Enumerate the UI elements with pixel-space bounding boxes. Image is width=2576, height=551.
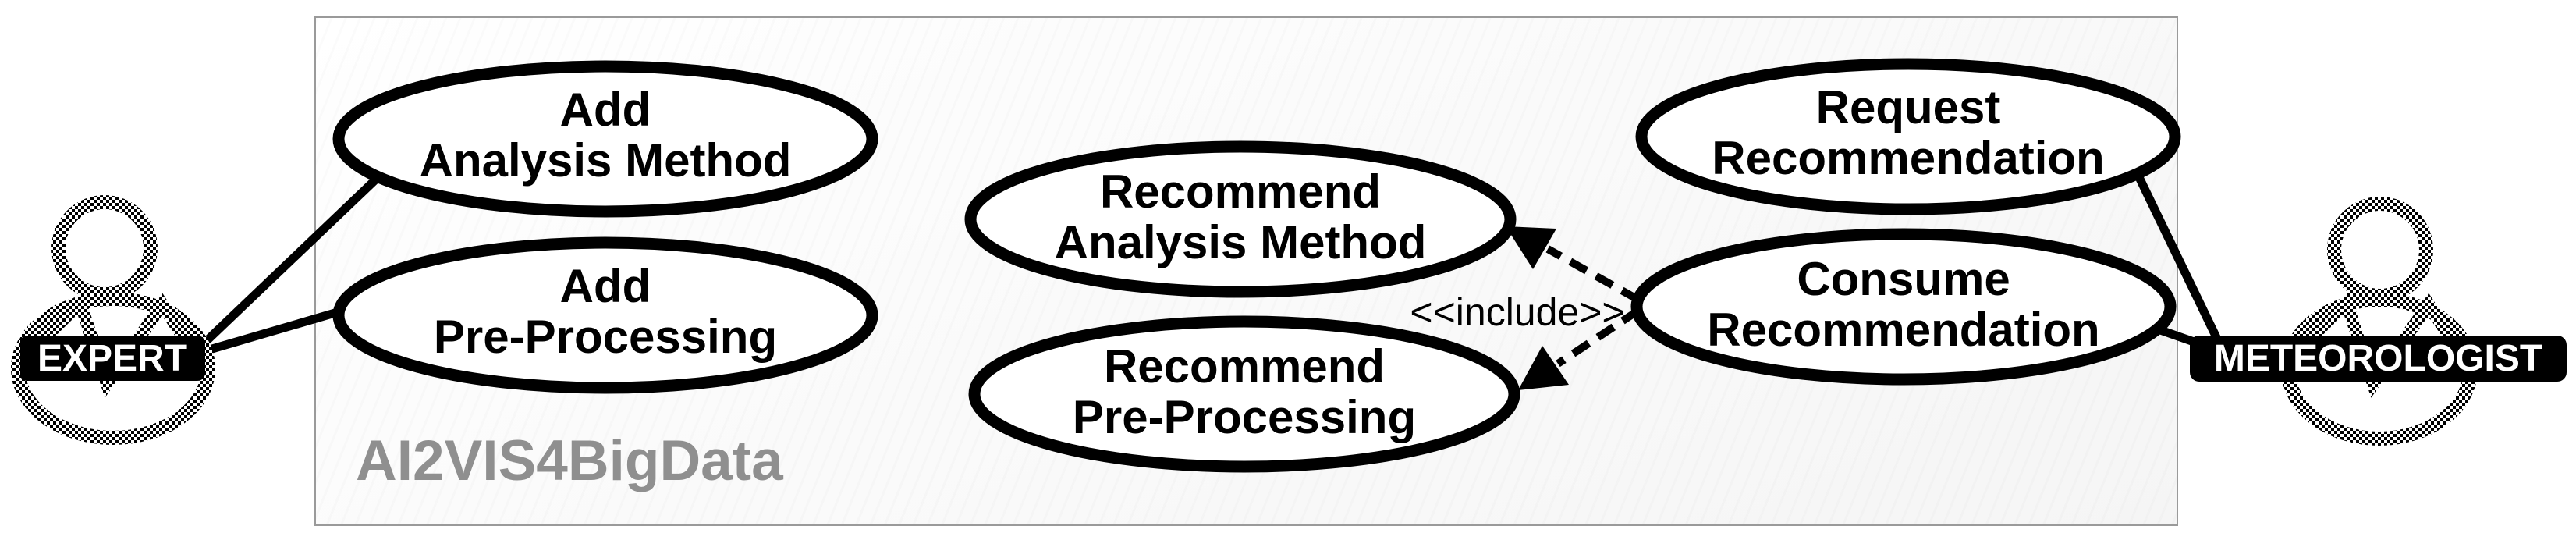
actor-label-expert: EXPERT (20, 336, 205, 381)
use-case-label-line: Recommend (1099, 165, 1382, 218)
meteorologist-head-icon (2327, 197, 2433, 303)
use-case-label-recommend-analysis-method: Recommend Analysis Method (974, 166, 1507, 268)
include-arrowhead-recommend-pre (1518, 346, 1569, 390)
use-case-label-line: Pre-Processing (1072, 391, 1417, 443)
use-case-ellipse-consume-recommendation (1630, 228, 2177, 386)
include-stereotype-label: <<include>> (1410, 290, 1625, 334)
use-case-label-line: Request (1815, 81, 2001, 133)
association-expert-add-pre (197, 307, 342, 357)
use-case-label-add-pre-processing: Add Pre-Processing (339, 261, 872, 362)
use-case-label-line: Analysis Method (1054, 216, 1427, 268)
include-arrow-to-recommend-analysis (1545, 245, 1641, 304)
use-case-label-request-recommendation: Request Recommendation (1641, 82, 2175, 183)
expert-collar-icon (34, 291, 193, 398)
use-case-ellipse-recommend-analysis-method (964, 140, 1517, 298)
include-arrow-to-recommend-pre (1556, 307, 1641, 368)
use-case-ellipse-recommend-pre-processing (968, 315, 1520, 473)
expert-head-icon (51, 195, 158, 301)
meteorologist-actor-icon (2281, 197, 2478, 446)
meteorologist-collar-icon (2301, 291, 2459, 398)
system-boundary-title: AI2VIS4BigData (356, 429, 783, 492)
association-expert-add-analysis (196, 170, 385, 351)
use-case-ellipse-add-analysis-method (332, 60, 878, 218)
use-case-label-line: Add (559, 260, 651, 312)
use-case-label-line: Add (559, 84, 651, 136)
association-meteorologist-request (2134, 172, 2229, 357)
use-case-ellipse-add-pre-processing (332, 236, 878, 394)
use-case-label-consume-recommendation: Consume Recommendation (1637, 254, 2170, 355)
use-case-label-add-analysis-method: Add Analysis Method (339, 84, 872, 186)
use-case-ellipse-request-recommendation (1635, 58, 2181, 215)
use-case-label-line: Pre-Processing (433, 311, 778, 363)
include-arrowhead-recommend-analysis (1506, 226, 1556, 269)
use-case-label-recommend-pre-processing: Recommend Pre-Processing (978, 341, 1511, 443)
expert-actor-icon (11, 195, 215, 445)
use-case-label-line: Recommendation (1712, 132, 2105, 184)
use-case-label-line: Recommendation (1707, 304, 2100, 356)
use-case-label-line: Analysis Method (419, 134, 792, 187)
use-case-label-line: Recommend (1103, 340, 1386, 393)
use-case-label-line: Consume (1797, 253, 2010, 305)
actor-label-meteorologist: METEOROLOGIST (2190, 336, 2567, 382)
